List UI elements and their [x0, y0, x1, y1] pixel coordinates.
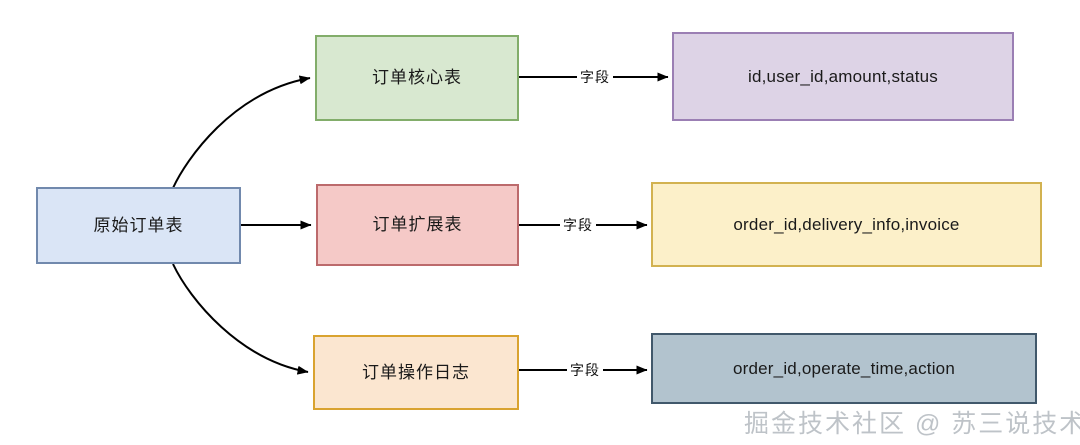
- node-order-extension-fields-label: order_id,delivery_info,invoice: [733, 214, 960, 234]
- node-order-core-fields-label: id,user_id,amount,status: [747, 66, 938, 86]
- node-order-extension-table-label: 订单扩展表: [372, 215, 463, 235]
- edge-source-to-core: [172, 75, 311, 189]
- edge-label-core-fields: 字段: [577, 67, 613, 87]
- node-order-core-fields[interactable]: id,user_id,amount,status: [672, 32, 1014, 121]
- node-original-order-table[interactable]: 原始订单表: [36, 187, 241, 264]
- node-order-log-fields-label: order_id,operate_time,action: [732, 358, 955, 378]
- edge-label-extension-fields: 字段: [560, 215, 596, 235]
- node-order-core-table[interactable]: 订单核心表: [315, 35, 519, 121]
- node-order-operation-log[interactable]: 订单操作日志: [313, 335, 519, 410]
- node-order-extension-fields[interactable]: order_id,delivery_info,invoice: [651, 182, 1042, 267]
- node-order-log-fields[interactable]: order_id,operate_time,action: [651, 333, 1037, 404]
- node-order-extension-table[interactable]: 订单扩展表: [316, 184, 519, 266]
- node-order-core-table-label: 订单核心表: [372, 68, 462, 88]
- edge-label-log-fields: 字段: [567, 360, 603, 380]
- edge-source-to-log: [172, 263, 309, 375]
- node-order-operation-log-label: 订单操作日志: [362, 362, 470, 382]
- node-original-order-table-label: 原始订单表: [93, 215, 184, 235]
